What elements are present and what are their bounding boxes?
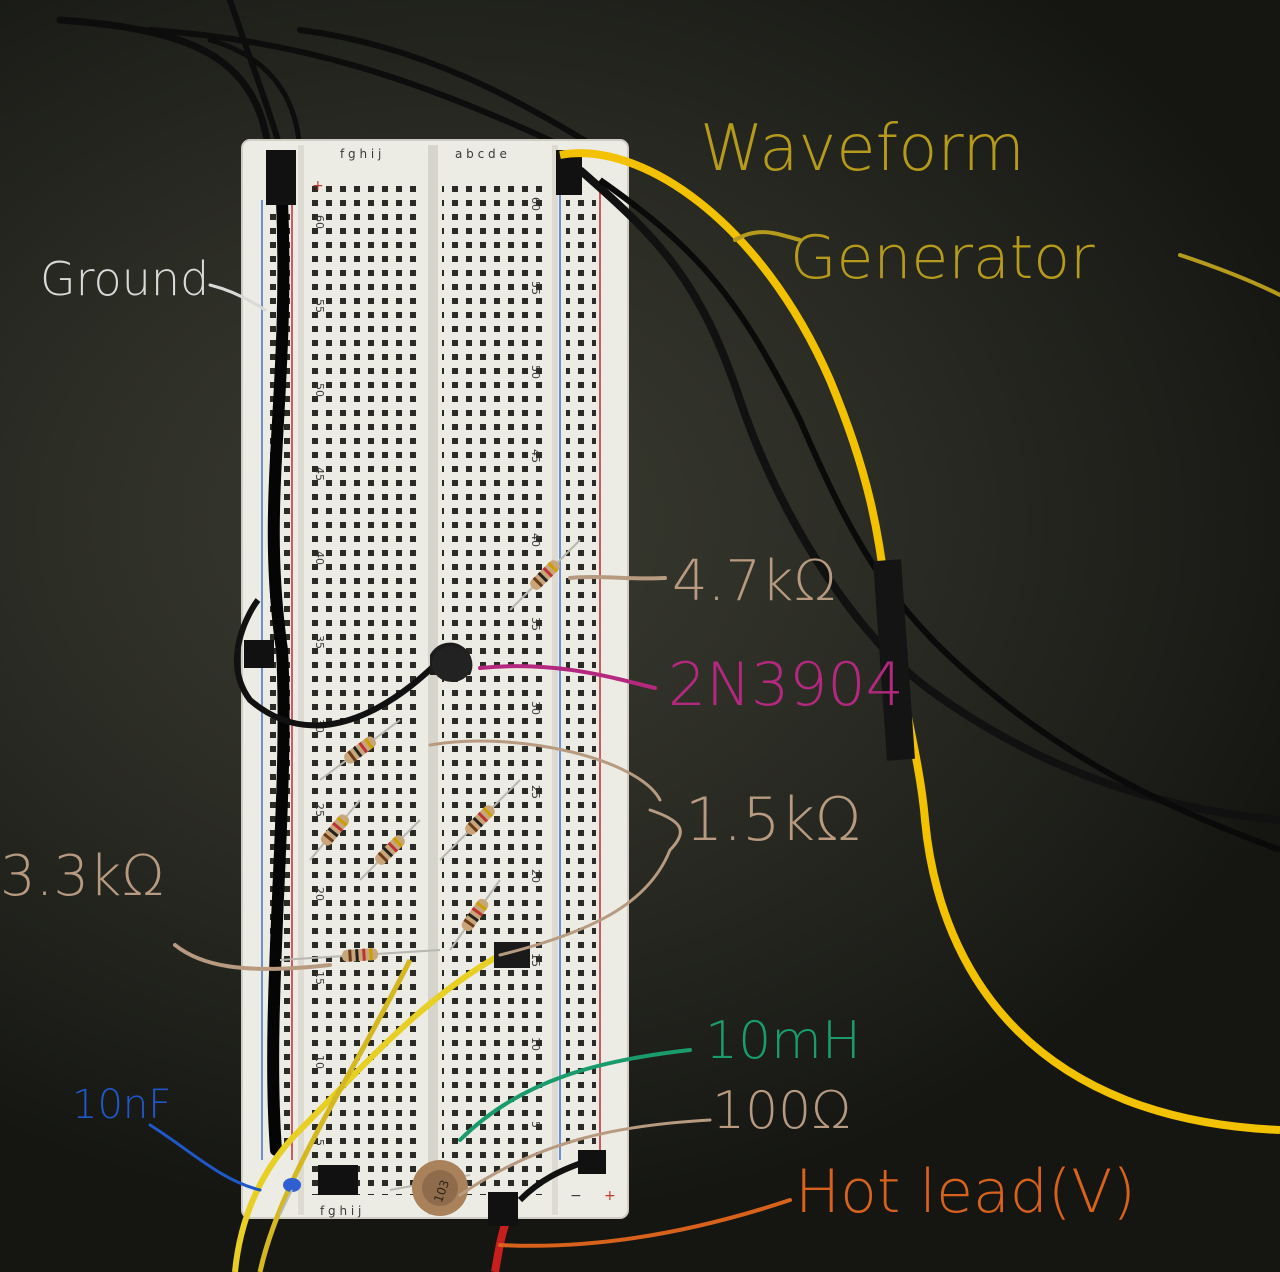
row-number-right: 60: [529, 197, 542, 211]
red-hot-lead: [491, 1223, 509, 1272]
breadboard-printing: f g h i j a b c d e f g h i j + + − 6055…: [312, 147, 616, 1218]
resistor-3-3k: [279, 948, 441, 962]
row-number-left: 15: [313, 971, 326, 985]
resistor-c: [359, 819, 421, 881]
row-number-left: 35: [313, 635, 326, 649]
row-number-left: 45: [313, 467, 326, 481]
bottom-right-connector: [578, 1150, 606, 1174]
label-10nf: 10nF: [72, 1082, 171, 1128]
label-waveform: Waveform: [700, 112, 1025, 186]
loop-connector: [244, 640, 274, 668]
row-number-left: 25: [313, 803, 326, 817]
row-number-left: 20: [313, 887, 326, 901]
row-number-right: 30: [529, 701, 542, 715]
row-number-right: 40: [529, 533, 542, 547]
label-3-3k: 3.3kΩ: [0, 844, 164, 909]
hot-lead-connector: [488, 1192, 518, 1226]
row-number-left: 55: [313, 299, 326, 313]
row-number-left: 10: [313, 1055, 326, 1069]
resistor-b: [309, 799, 361, 861]
label-hot-lead: Hot lead(V): [795, 1157, 1136, 1227]
bottom-left-connector: [318, 1165, 358, 1195]
row-number-left: 60: [313, 215, 326, 229]
rail-minus-bottom: −: [570, 1188, 582, 1204]
black-loop-wire: [233, 598, 443, 729]
inductor-10mH: 103: [412, 1160, 468, 1216]
rail-plus-bottom: +: [604, 1188, 616, 1204]
label-100-ohm: 100Ω: [712, 1081, 851, 1141]
column-letters-right: a b c d e: [455, 147, 507, 161]
resistor-4-7k: [509, 539, 581, 611]
labels: Waveform Generator Ground 4.7kΩ 2N3904 1…: [0, 112, 1136, 1227]
row-number-left: 50: [313, 383, 326, 397]
ground-jumper-wire: [267, 194, 290, 1156]
label-10mh: 10mH: [705, 1011, 861, 1071]
label-4-7k: 4.7kΩ: [672, 549, 836, 614]
row-number-right: 55: [529, 281, 542, 295]
rail-plus-top: +: [312, 178, 324, 194]
column-letters-bottom: f g h i j: [320, 1204, 361, 1218]
yellow-lead-wire: [257, 958, 413, 1272]
transistor-2n3904: [430, 642, 473, 682]
breadboard: [241, 139, 629, 1219]
yellow-jumper-wire: [232, 952, 502, 1272]
column-letters-left: f g h i j: [340, 147, 381, 161]
ground-connector: [266, 150, 296, 205]
row-number-right: 20: [529, 869, 542, 883]
row-number-right: 50: [529, 365, 542, 379]
label-1-5k: 1.5kΩ: [685, 785, 861, 855]
row-number-right: 15: [529, 953, 542, 967]
label-generator: Generator: [790, 223, 1095, 293]
row-number-right: 5: [529, 1121, 542, 1128]
label-ground: Ground: [40, 252, 209, 306]
row-number-right: 35: [529, 617, 542, 631]
row-number-right: 25: [529, 785, 542, 799]
row-number-left: 40: [313, 551, 326, 565]
generator-black-cable: [577, 166, 1280, 824]
row-number-right: 10: [529, 1037, 542, 1051]
heat-shrink: [873, 559, 915, 761]
row-numbers-right: 60 55 50 45 40 35 30 25 20 15 10 5: [529, 197, 542, 1128]
resistor-a: [319, 719, 401, 781]
row-number-right: 45: [529, 449, 542, 463]
resistor-e: [449, 879, 501, 951]
label-2n3904: 2N3904: [668, 650, 904, 720]
row-number-left: 5: [313, 1139, 326, 1146]
resistor-d: [439, 779, 521, 861]
annotation-strokes: [148, 230, 1280, 1248]
waveform-yellow-wire: [559, 149, 1280, 1134]
capacitor-10nF: [279, 1178, 301, 1216]
top-black-cables: [56, 0, 603, 168]
